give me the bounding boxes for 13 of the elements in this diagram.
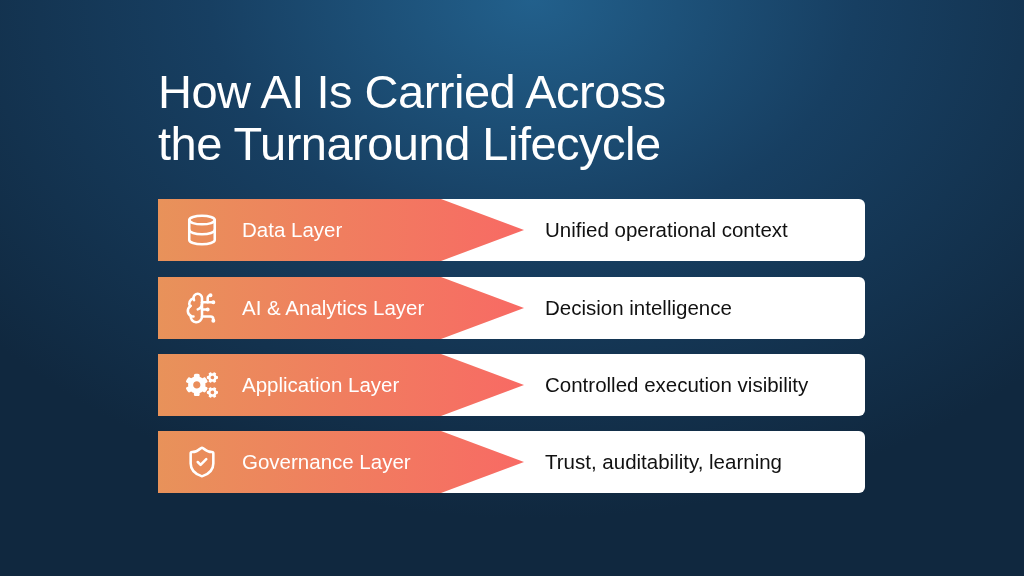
description-text: Unified operational context xyxy=(545,218,788,242)
description-text: Trust, auditability, learning xyxy=(545,450,782,474)
title: How AI Is Carried Across the Turnaround Lifecycle xyxy=(158,66,667,170)
layer-label: Application Layer xyxy=(242,373,400,397)
description-text: Decision intelligence xyxy=(545,296,732,320)
layer-label: Data Layer xyxy=(242,218,343,242)
description-text: Controlled execution visibility xyxy=(545,373,809,397)
layer-label: AI & Analytics Layer xyxy=(242,296,425,320)
description-box xyxy=(158,431,865,493)
description-box xyxy=(158,354,865,416)
description-box xyxy=(158,277,865,339)
layer-label: Governance Layer xyxy=(242,450,411,474)
description-box xyxy=(158,199,865,261)
